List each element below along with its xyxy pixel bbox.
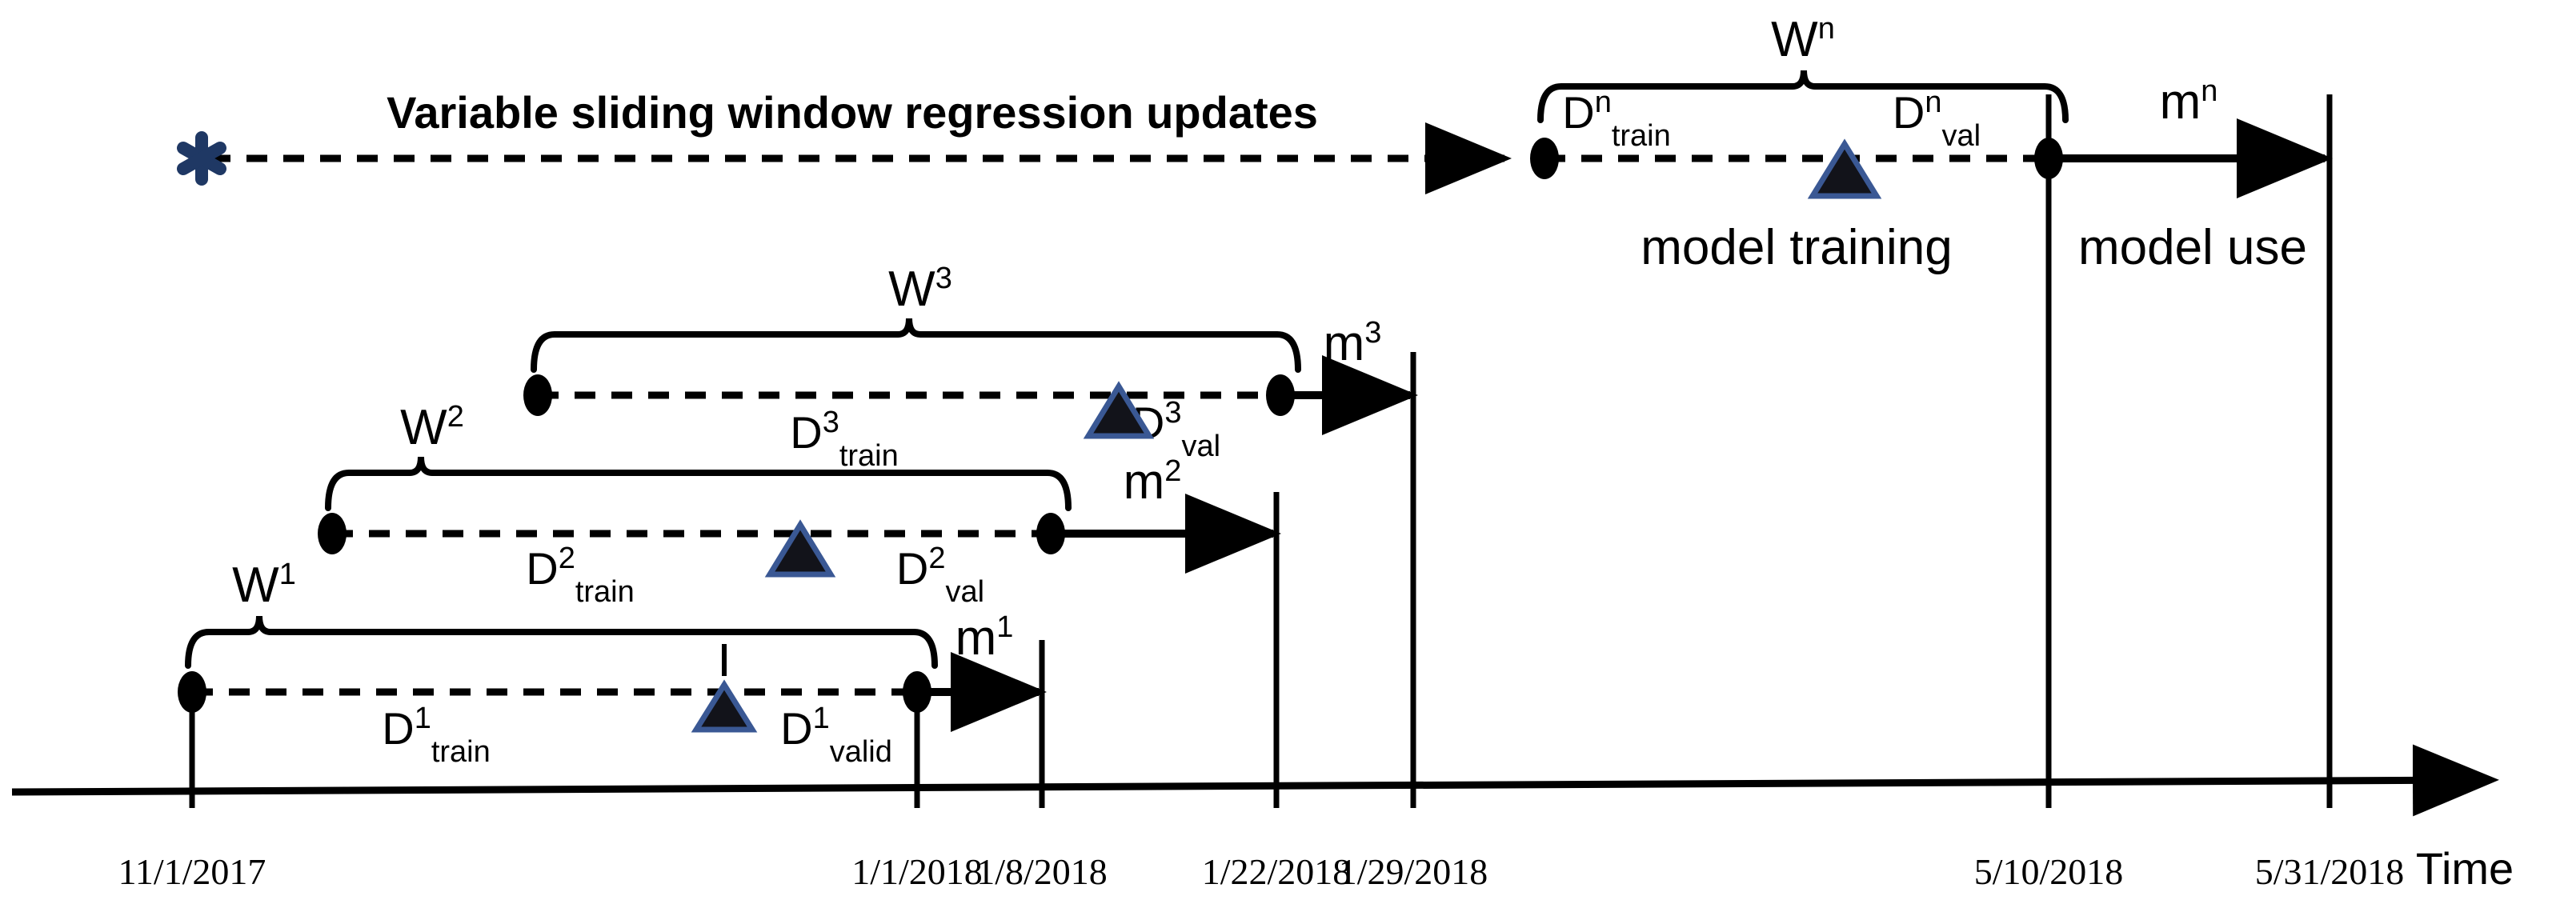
tick-label-5: 5/10/2018 (1974, 851, 2124, 892)
tick-label-0: 11/1/2017 (118, 851, 266, 892)
tick-label-6: 5/31/2018 (2255, 851, 2405, 892)
wn-bracket-label: Wn (1771, 12, 1835, 67)
time-axis-line (11, 744, 2499, 817)
wn-start-node (1530, 138, 1559, 179)
wn-bracket (1537, 70, 2069, 123)
w3-bracket-label: W3 (888, 262, 952, 317)
w2-model-label: m2 (1124, 454, 1182, 510)
wn-train-label: Dntrain (1562, 86, 1671, 153)
w2-train-label: D2train (526, 542, 635, 609)
w2-bracket (325, 456, 1072, 511)
tick-label-4: 1/29/2018 (1339, 851, 1488, 892)
w1-val-label: D1valid (780, 702, 892, 769)
window-w3: W3 D3train D3val m3 (523, 262, 1418, 473)
wn-model-label: mn (2160, 74, 2218, 130)
asterisk-star-marker (177, 131, 226, 186)
w3-split-triangle-marker (1083, 381, 1155, 439)
w3-end-node (1266, 374, 1295, 416)
w3-start-node (523, 374, 552, 416)
w2-start-node (318, 513, 347, 554)
w1-bracket (185, 615, 938, 669)
time-axis (11, 744, 2499, 817)
window-w2: W2 D2train D2val m2 (318, 400, 1281, 609)
w1-end-node (903, 671, 931, 713)
tick-label-3: 1/22/2018 (1202, 851, 1352, 892)
w2-split-triangle-marker (764, 519, 836, 578)
date-gridlines (189, 94, 2333, 808)
legend-model-training: model training (1641, 220, 1952, 275)
date-tick-labels: 11/1/2017 1/1/2018 1/8/2018 1/22/2018 1/… (118, 843, 2514, 894)
tick-label-2: 1/8/2018 (976, 851, 1108, 892)
wn-end-node (2034, 138, 2063, 179)
figure-title: Variable sliding window regression updat… (387, 87, 1318, 138)
w3-model-label: m3 (1324, 316, 1382, 371)
w2-bracket-label: W2 (400, 400, 464, 455)
w1-start-node (178, 671, 206, 713)
w1-model-label: m1 (955, 610, 1014, 666)
wn-val-label: Dnval (1893, 86, 1981, 153)
w1-train-label: D1train (382, 702, 491, 769)
w1-split-triangle-marker (691, 679, 758, 733)
tick-label-1: 1/1/2018 (851, 851, 983, 892)
w2-val-label: D2val (896, 542, 984, 609)
wn-split-triangle-marker (1807, 138, 1882, 199)
window-w1: W1 D1train D1valid m1 (178, 558, 1047, 769)
time-axis-label: Time (2416, 843, 2514, 894)
w2-end-node (1036, 513, 1065, 554)
w1-bracket-label: W1 (232, 558, 296, 613)
legend-model-use: model use (2078, 220, 2307, 275)
window-wn: Variable sliding window regression updat… (177, 12, 2333, 275)
w3-bracket (531, 318, 1301, 373)
w3-train-label: D3train (790, 406, 899, 473)
